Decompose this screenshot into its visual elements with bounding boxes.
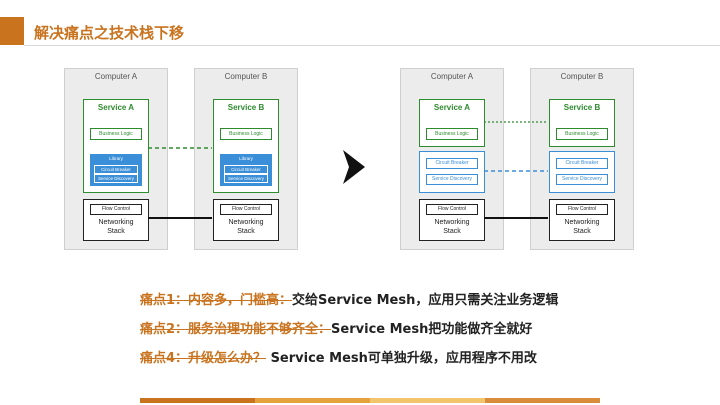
- service-label: Service A: [433, 103, 471, 112]
- left-computer-b: Computer B Service B Business Logic Libr…: [194, 68, 298, 250]
- solution-text: 交给Service Mesh，应用只需关注业务逻辑: [292, 293, 559, 308]
- business-logic-box: Business Logic: [426, 128, 478, 140]
- flow-control-box: Flow Control: [556, 204, 608, 215]
- right-computer-a: Computer A Service A Business Logic Circ…: [400, 68, 504, 250]
- service-label: Service B: [563, 103, 601, 112]
- left-computer-a: Computer A Service A Business Logic Libr…: [64, 68, 168, 250]
- flow-control-box: Flow Control: [426, 204, 478, 215]
- pain-point-text: 痛点2：服务治理功能不够齐全：: [140, 322, 332, 337]
- service-discovery-box: Service Discovery: [94, 174, 138, 183]
- service-discovery-box: Service Discovery: [426, 174, 478, 185]
- business-logic-box: Business Logic: [556, 128, 608, 140]
- left-diagram: Computer A Service A Business Logic Libr…: [64, 68, 298, 250]
- service-box: Service A Business Logic: [419, 99, 485, 147]
- footer-stripe: [485, 398, 600, 403]
- business-logic-box: Business Logic: [220, 128, 272, 140]
- service-box: Service B Business Logic Library Circuit…: [213, 99, 279, 193]
- bullet-item-3: 痛点4：升级怎么办？ Service Mesh可单独升级，应用程序不用改: [140, 347, 537, 366]
- sidecar-box: Circuit Breaker Service Discovery: [419, 151, 485, 193]
- circuit-breaker-box: Circuit Breaker: [556, 158, 608, 169]
- footer-stripe: [255, 398, 370, 403]
- slide-title: 解决痛点之技术栈下移: [34, 24, 185, 42]
- circuit-breaker-box: Circuit Breaker: [94, 165, 138, 174]
- right-diagram: Computer A Service A Business Logic Circ…: [400, 68, 634, 250]
- transform-arrow-icon: [343, 150, 365, 184]
- service-label: Service A: [97, 103, 135, 112]
- service-box: Service A Business Logic Library Circuit…: [83, 99, 149, 193]
- bullet-item-1: 痛点1：内容多，门槛高：交给Service Mesh，应用只需关注业务逻辑: [140, 289, 558, 308]
- title-accent-bar: [0, 17, 24, 45]
- sidecar-box: Circuit Breaker Service Discovery: [549, 151, 615, 193]
- title-divider: [24, 45, 720, 46]
- business-logic-box: Business Logic: [90, 128, 142, 140]
- bullet-item-2: 痛点2：服务治理功能不够齐全：Service Mesh把功能做齐全就好: [140, 318, 532, 337]
- computer-label: Computer A: [94, 72, 138, 81]
- pain-point-text: 痛点1：内容多，门槛高：: [140, 293, 293, 308]
- pain-point-text: 痛点4：升级怎么办？: [140, 351, 267, 366]
- service-label: Service B: [227, 103, 265, 112]
- service-discovery-box: Service Discovery: [556, 174, 608, 185]
- solution-text: Service Mesh把功能做齐全就好: [331, 322, 533, 337]
- library-box: Library Circuit Breaker Service Discover…: [90, 154, 142, 186]
- library-box: Library Circuit Breaker Service Discover…: [220, 154, 272, 186]
- right-computer-b: Computer B Service B Business Logic Circ…: [530, 68, 634, 250]
- computer-label: Computer B: [224, 72, 268, 81]
- solution-text: Service Mesh可单独升级，应用程序不用改: [266, 351, 537, 366]
- flow-control-box: Flow Control: [220, 204, 272, 215]
- library-label: Library: [109, 156, 123, 161]
- computer-label: Computer A: [430, 72, 474, 81]
- flow-control-box: Flow Control: [90, 204, 142, 215]
- computer-label: Computer B: [560, 72, 604, 81]
- footer-stripe: [140, 398, 255, 403]
- circuit-breaker-box: Circuit Breaker: [224, 165, 268, 174]
- footer-stripe: [370, 398, 485, 403]
- service-discovery-box: Service Discovery: [224, 174, 268, 183]
- service-box: Service B Business Logic: [549, 99, 615, 147]
- library-label: Library: [239, 156, 253, 161]
- circuit-breaker-box: Circuit Breaker: [426, 158, 478, 169]
